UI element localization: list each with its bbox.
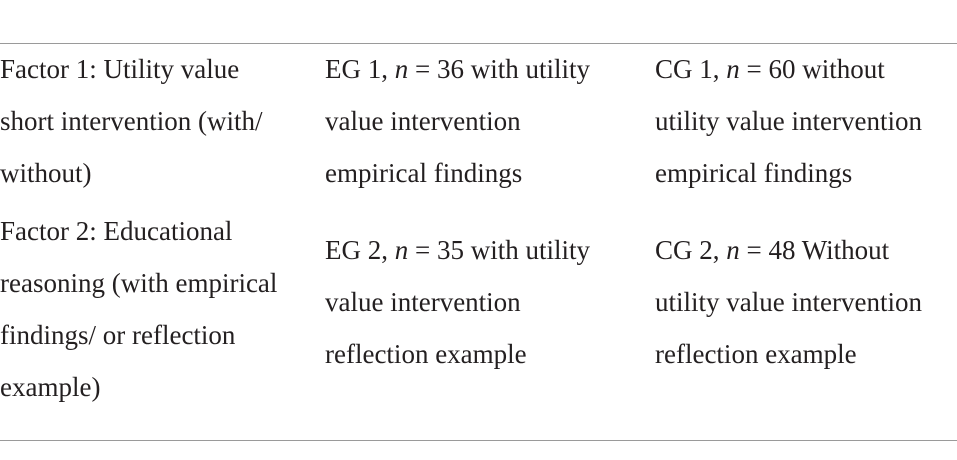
row2-factor-line4: example)	[0, 372, 101, 402]
row2-cg-line2: utility value intervention	[655, 287, 922, 317]
row2-cg-n-value: = 48 Without	[739, 235, 890, 265]
row2-cg-line1: CG 2, n = 48 Without	[655, 224, 922, 276]
row2-eg-line2: value intervention	[325, 287, 521, 317]
row1-cg-n-var: n	[726, 54, 740, 84]
row2-cg-cell: CG 2, n = 48 Without utility value inter…	[655, 224, 922, 380]
row1-eg-n-value: = 36 with utility	[408, 54, 590, 84]
row1-factor-line2: short intervention (with/	[0, 106, 263, 136]
row2-cg-line3: reflection example	[655, 339, 857, 369]
row1-cg-line2: utility value intervention	[655, 106, 922, 136]
row1-cg-prefix: CG 1,	[655, 54, 727, 84]
row1-factor-line1: Factor 1: Utility value	[0, 54, 240, 84]
row1-factor-line3: without)	[0, 158, 92, 188]
row1-eg-n-var: n	[394, 54, 409, 84]
row1-eg-cell: EG 1, n = 36 with utility value interven…	[325, 43, 590, 199]
row1-eg-line2: value intervention	[325, 106, 521, 136]
row2-factor-line2: reasoning (with empirical	[0, 268, 278, 298]
table-top-rule	[0, 43, 957, 44]
row2-eg-line1: EG 2, n = 35 with utility	[325, 224, 590, 276]
row1-eg-prefix: EG 1,	[325, 54, 395, 84]
row2-factor-cell: Factor 2: Educational reasoning (with em…	[0, 205, 277, 413]
row2-eg-n-var: n	[394, 235, 409, 265]
row2-cg-prefix: CG 2,	[655, 235, 727, 265]
row2-factor-line3: findings/ or reflection	[0, 320, 236, 350]
row2-eg-prefix: EG 2,	[325, 235, 395, 265]
row2-cg-n-var: n	[726, 235, 740, 265]
row1-eg-line3: empirical findings	[325, 158, 523, 188]
table-bottom-rule	[0, 440, 957, 441]
row1-cg-cell: CG 1, n = 60 without utility value inter…	[655, 43, 922, 199]
row1-cg-line1: CG 1, n = 60 without	[655, 43, 922, 95]
row2-factor-line1: Factor 2: Educational	[0, 216, 233, 246]
row1-cg-n-value: = 60 without	[739, 54, 885, 84]
row2-eg-n-value: = 35 with utility	[408, 235, 590, 265]
row1-eg-line1: EG 1, n = 36 with utility	[325, 43, 590, 95]
row2-eg-cell: EG 2, n = 35 with utility value interven…	[325, 224, 590, 380]
row2-eg-line3: reflection example	[325, 339, 527, 369]
row1-cg-line3: empirical findings	[655, 158, 853, 188]
row1-factor-cell: Factor 1: Utility value short interventi…	[0, 43, 262, 199]
